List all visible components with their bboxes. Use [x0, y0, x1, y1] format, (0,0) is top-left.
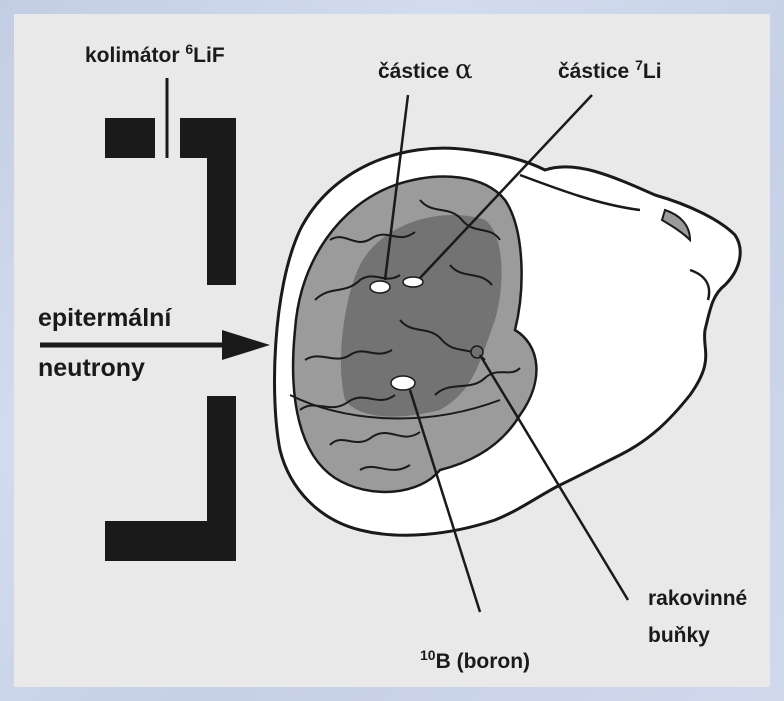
label-boron: 10B (boron)	[420, 647, 530, 673]
collimator-top-vertical-arm	[207, 118, 236, 285]
collimator-top-left-block	[105, 118, 155, 158]
label-collimator: kolimátor 6LiF	[85, 41, 225, 67]
label-neutrons-line2: neutrony	[38, 354, 145, 382]
label-cancer-line2: buňky	[648, 624, 710, 647]
label-neutrons-line1: epitermální	[38, 304, 172, 332]
collimator-bottom-block	[105, 521, 236, 561]
li7-particle	[403, 277, 423, 287]
label-li7-particle: částice 7Li	[558, 57, 662, 83]
label-alpha-particle: částice α	[378, 55, 473, 85]
alpha-particle	[370, 281, 390, 293]
boron-particle	[391, 376, 415, 390]
label-cancer-line1: rakovinné	[648, 587, 747, 610]
